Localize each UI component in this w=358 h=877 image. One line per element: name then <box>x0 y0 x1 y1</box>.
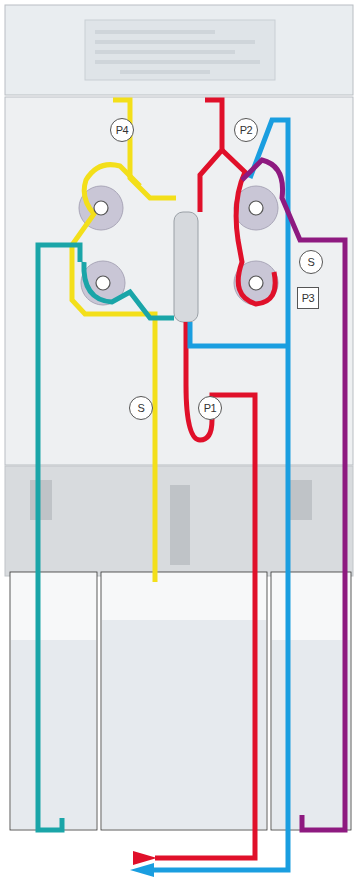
blue-tube <box>190 322 288 346</box>
circled-label: P1 <box>198 396 222 420</box>
teal-tube <box>84 262 174 318</box>
label-text: S <box>138 403 145 414</box>
red-tube <box>200 100 222 212</box>
purple-tube <box>242 160 345 830</box>
yellow-tube <box>72 165 155 582</box>
yellow-tube <box>113 100 176 198</box>
label-text: P1 <box>204 403 216 414</box>
tubing <box>38 100 345 870</box>
teal-tube <box>38 245 80 830</box>
label-text: P4 <box>116 125 128 136</box>
display-screen <box>85 20 275 80</box>
blue-tube <box>150 120 288 870</box>
display-panel <box>5 5 353 95</box>
lower-housing <box>5 466 353 576</box>
flow-arrowhead <box>130 863 154 877</box>
circled-label: S <box>299 250 323 274</box>
label-text: S <box>308 257 315 268</box>
separation-column <box>174 212 198 322</box>
flow-arrowhead <box>133 851 157 865</box>
valve-panel <box>5 97 353 465</box>
red-tube <box>155 322 255 858</box>
valve-seats <box>79 186 278 305</box>
boxed-label: P3 <box>297 287 319 309</box>
bottle-contents <box>11 620 350 829</box>
label-text: P3 <box>302 293 314 304</box>
circled-label: P4 <box>110 118 134 142</box>
label-text: P2 <box>240 125 252 136</box>
circled-label: P2 <box>234 118 258 142</box>
lower-hardware <box>30 480 312 565</box>
reagent-bottles <box>10 572 351 830</box>
display-glyphs <box>95 30 260 74</box>
valve-ports <box>94 201 263 290</box>
circled-label: S <box>129 396 153 420</box>
